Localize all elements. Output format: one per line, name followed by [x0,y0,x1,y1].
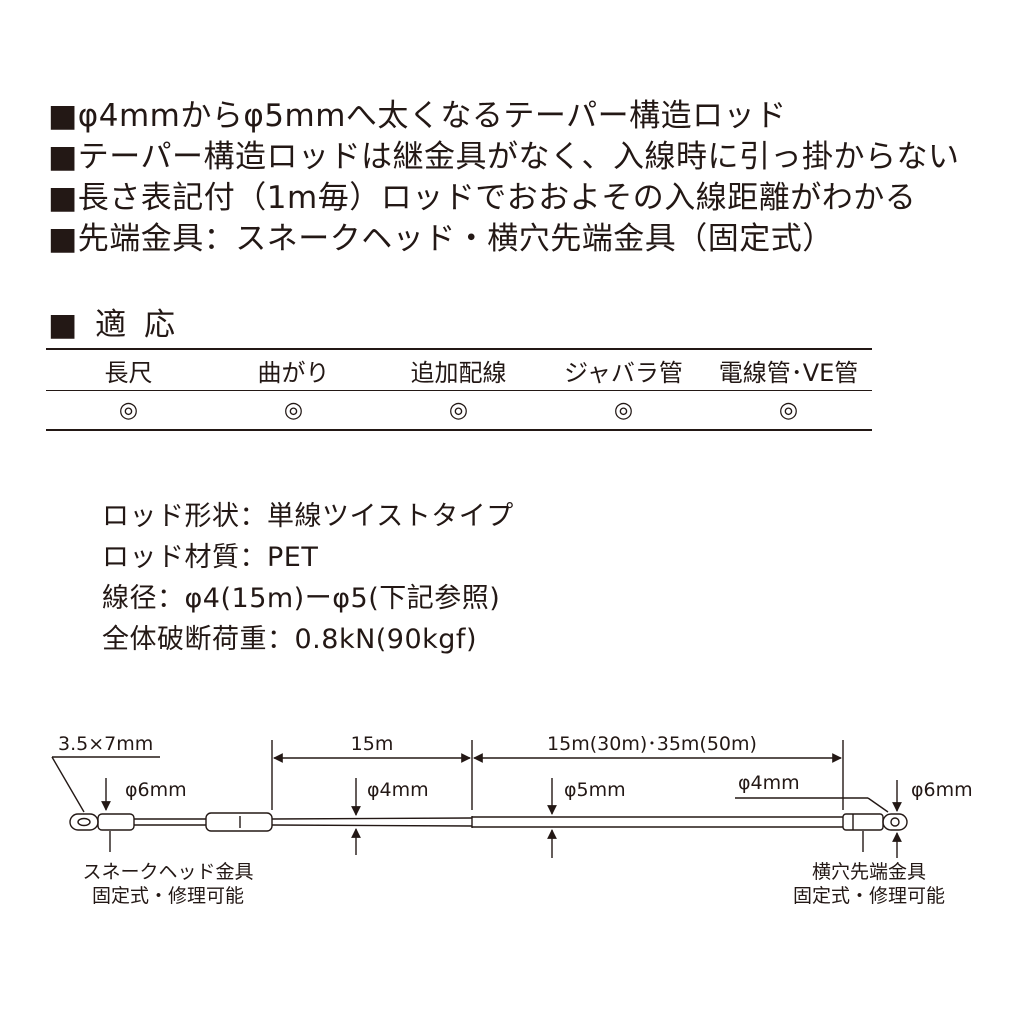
compat-value-row: ◎ ◎ ◎ ◎ ◎ [46,391,872,429]
side-hole-tip-hole [890,817,900,827]
tip-dia-leader [867,797,889,813]
spec-item: ロッド材質：PET [102,542,319,573]
right-head-dia-label: φ6mm [911,779,973,801]
spec-item: 線径：φ4(15m)ーφ5(下記参照) [102,583,501,614]
left-fitting-note: 固定式・修理可能 [92,885,244,907]
compat-value-cell: ◎ [778,397,799,423]
spec-list: ロッド形状：単線ツイストタイプ ロッド材質：PET 線径：φ4(15m)ーφ5(… [102,496,514,660]
compat-section-title: ■ 適 応 [48,307,179,343]
right-fitting-name: 横穴先端金具 [812,861,926,883]
left-fitting-name: スネークヘッド金具 [82,861,253,883]
hole-size-leader [51,756,85,813]
compat-value-cell: ◎ [613,397,634,423]
compat-value-cell: ◎ [118,397,139,423]
compat-header-row: 長尺 曲がり 追加配線 ジャバラ管 電線管･VE管 [46,350,872,391]
rod-sleeve [205,812,273,832]
feature-item: ■長さ表記付（1m毎）ロッドでおおよその入線距離がわかる [48,180,917,216]
feature-list: ■φ4mmからφ5mmへ太くなるテーパー構造ロッド ■テーパー構造ロッドは継金具… [48,96,959,260]
seg1-length-label: 15m [351,733,394,755]
compat-header-cell: ジャバラ管 [564,358,683,387]
snake-head-eye [69,813,99,831]
compat-header-cell: 長尺 [104,358,153,387]
seg1-dia-label: φ4mm [367,779,429,801]
compat-value-cell: ◎ [448,397,469,423]
feature-item: ■先端金具：スネークヘッド・横穴先端金具（固定式） [48,221,834,257]
seg2-dia-label: φ5mm [564,779,626,801]
compat-header-cell: 追加配線 [410,358,507,387]
right-fitting-note: 固定式・修理可能 [793,885,945,907]
compat-value-cell: ◎ [283,397,304,423]
rod-phi4-bottom [271,824,473,827]
hole-size-label: 3.5×7mm [58,733,153,755]
spec-item: 全体破断荷重：0.8kN(90kgf) [102,624,477,655]
snake-head-hole [77,817,91,827]
side-hole-tip-eye [882,813,908,831]
rod-phi4-top [271,817,473,820]
left-head-dia-label: φ6mm [125,779,187,801]
spec-item: ロッド形状：単線ツイストタイプ [102,501,514,532]
tip-dia-label: φ4mm [738,772,800,794]
side-hole-tip-body [842,813,884,831]
feature-item: ■テーパー構造ロッドは継金具がなく、入線時に引っ掛からない [48,139,960,175]
compat-table: 長尺 曲がり 追加配線 ジャバラ管 電線管･VE管 ◎ ◎ ◎ ◎ ◎ [46,348,872,431]
compat-header-cell: 電線管･VE管 [718,358,859,387]
seg2-length-label: 15m(30m)･35m(50m) [547,733,757,755]
snake-head-body [97,813,135,831]
rod-diagram: 3.5×7mm φ6mm 15m φ4mm 15m(30m)･35m(50m) … [51,733,973,907]
feature-item: ■φ4mmからφ5mmへ太くなるテーパー構造ロッド [48,98,787,134]
compat-header-cell: 曲がり [257,358,330,387]
